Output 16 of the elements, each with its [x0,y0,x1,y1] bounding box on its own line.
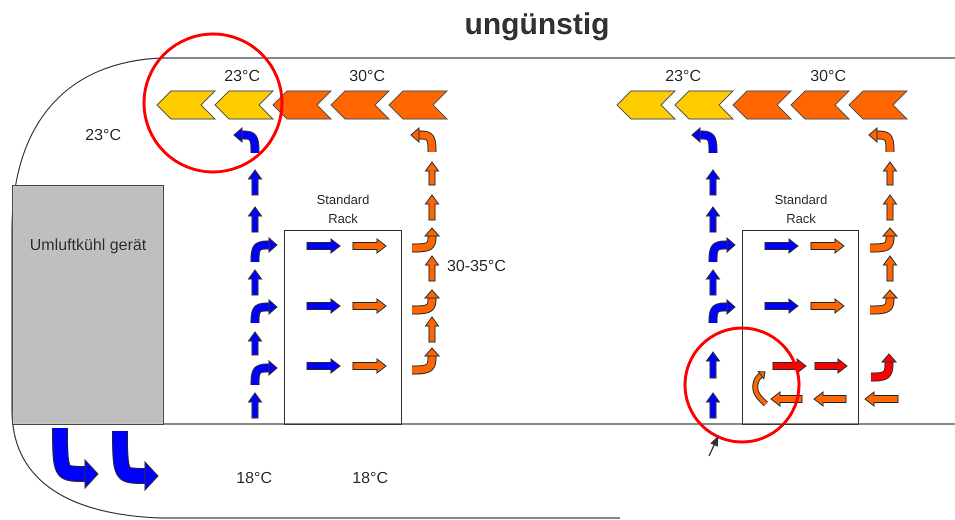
temperature-label: 18°C [352,471,388,487]
cooling-unit-box [12,185,164,425]
leader-line [708,436,719,456]
title: ungünstig [464,10,610,40]
temperature-label: 30°C [810,69,846,85]
temperature-label: 30°C [349,69,386,85]
temperature-label: 23°C [665,69,702,85]
unit-label: Umluftkühl gerät [28,236,148,256]
rack-label: Standard Rack [316,191,370,228]
temperature-label: 23°C [85,128,122,144]
temperature-label: 30-35°C [447,259,506,275]
temperature-label: 18°C [236,471,272,487]
rack-label: Standard Rack [774,191,828,228]
highlight-circle [142,32,284,174]
temperature-label: 23°C [224,69,260,85]
highlight-circle [684,326,800,444]
